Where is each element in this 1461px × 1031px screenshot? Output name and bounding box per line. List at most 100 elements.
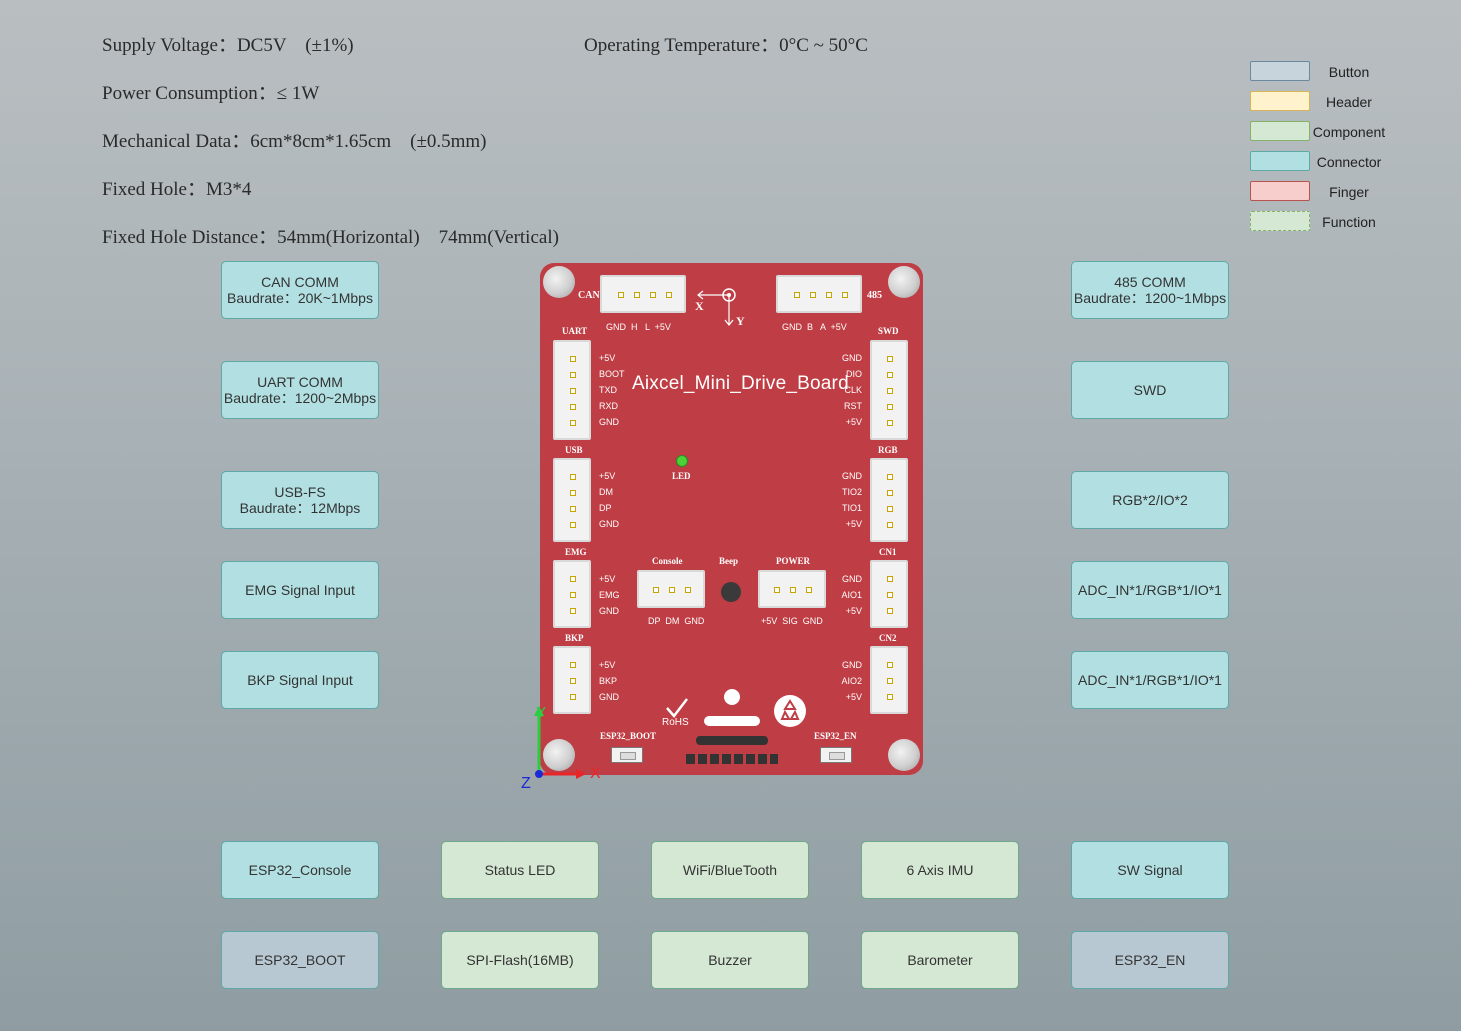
rgb-io-box[interactable]: RGB*2/IO*2	[1071, 471, 1229, 529]
esp32-boot-button[interactable]	[611, 747, 643, 763]
emg-signal-box[interactable]: EMG Signal Input	[221, 561, 379, 619]
esp32-en-box[interactable]: ESP32_EN	[1071, 931, 1229, 989]
rohs-label: RoHS	[662, 717, 689, 728]
cn1-connector	[870, 560, 908, 628]
box-title: 485 COMM	[1114, 274, 1186, 290]
spec-supply-voltage: Supply Voltage：DC5V (±1%)	[102, 35, 354, 56]
pin-header-strip	[686, 754, 778, 764]
usb-label: USB	[565, 445, 583, 455]
status-led	[676, 455, 688, 467]
legend-swatch	[1250, 181, 1310, 201]
cn2-box[interactable]: ADC_IN*1/RGB*1/IO*1	[1071, 651, 1229, 709]
bkp-signal-box[interactable]: BKP Signal Input	[221, 651, 379, 709]
can-label: CAN	[578, 290, 600, 301]
board-title: Aixcel_Mini_Drive_Board	[632, 373, 849, 394]
cn1-label: CN1	[879, 547, 897, 557]
legend-swatch	[1250, 211, 1310, 231]
power-label: POWER	[776, 556, 811, 566]
barometer-box[interactable]: Barometer	[861, 931, 1019, 989]
esp32-boot-label: ESP32_BOOT	[600, 731, 657, 741]
beep-label: Beep	[719, 556, 738, 566]
sw-signal-box[interactable]: SW Signal	[1071, 841, 1229, 899]
esp32-boot-box[interactable]: ESP32_BOOT	[221, 931, 379, 989]
rohs-check-icon	[666, 698, 688, 718]
box-title: ESP32_Console	[248, 862, 352, 878]
box-title: EMG Signal Input	[245, 582, 355, 598]
box-subtitle: Baudrate：1200~1Mbps	[1073, 290, 1227, 306]
rs485-comm-box[interactable]: 485 COMM Baudrate：1200~1Mbps	[1071, 261, 1229, 319]
swd-label: SWD	[878, 326, 899, 336]
bkp-connector	[553, 646, 591, 714]
legend-item-component: Component	[1250, 121, 1410, 141]
console-label: Console	[652, 556, 683, 566]
box-title: UART COMM	[257, 374, 343, 390]
esp32-module	[696, 736, 768, 745]
coordinate-axes-icon	[534, 706, 586, 779]
rs485-connector	[776, 275, 862, 313]
console-pins: DP DM GND	[648, 616, 705, 626]
spec-mechanical-data: Mechanical Data：6cm*8cm*1.65cm (±0.5mm)	[102, 131, 487, 152]
cn1-box[interactable]: ADC_IN*1/RGB*1/IO*1	[1071, 561, 1229, 619]
axis-y-label: Y	[536, 704, 547, 721]
legend-item-finger: Finger	[1250, 181, 1410, 201]
usb-fs-box[interactable]: USB-FS Baudrate：12Mbps	[221, 471, 379, 529]
legend-label: Button	[1328, 64, 1370, 80]
spi-flash-box[interactable]: SPI-Flash(16MB)	[441, 931, 599, 989]
board-axis-y: Y	[736, 314, 745, 328]
wifi-bluetooth-box[interactable]: WiFi/BlueTooth	[651, 841, 809, 899]
power-pins: +5V SIG GND	[761, 616, 823, 626]
board-axis-icon	[697, 288, 736, 326]
box-subtitle: Baudrate：1200~2Mbps	[223, 390, 377, 406]
legend-label: Finger	[1329, 184, 1369, 200]
box-title: ADC_IN*1/RGB*1/IO*1	[1078, 672, 1222, 688]
esp32-en-button[interactable]	[820, 747, 852, 763]
buzzer	[721, 582, 741, 602]
legend-label: Component	[1312, 124, 1386, 140]
box-title: WiFi/BlueTooth	[682, 862, 778, 878]
mounting-hole	[888, 266, 920, 298]
box-title: ESP32_BOOT	[254, 952, 346, 968]
recycle-icon	[774, 695, 806, 727]
axis-x-label: X	[590, 765, 601, 782]
box-title: SWD	[1133, 382, 1167, 398]
box-title: 6 Axis IMU	[906, 862, 974, 878]
board-axis-x: X	[695, 299, 704, 313]
emg-connector	[553, 560, 591, 628]
legend-label: Connector	[1316, 154, 1382, 170]
uart-comm-box[interactable]: UART COMM Baudrate：1200~2Mbps	[221, 361, 379, 419]
emg-label: EMG	[565, 547, 587, 557]
legend-swatch	[1250, 121, 1310, 141]
box-title: ESP32_EN	[1114, 952, 1186, 968]
box-title: SW Signal	[1117, 862, 1183, 878]
box-subtitle: Baudrate：12Mbps	[239, 500, 361, 516]
can-pins: GND H L +5V	[606, 322, 671, 332]
legend-item-button: Button	[1250, 61, 1410, 81]
legend-item-header: Header	[1250, 91, 1410, 111]
legend-swatch	[1250, 61, 1310, 81]
buzzer-box[interactable]: Buzzer	[651, 931, 809, 989]
spec-power-consumption: Power Consumption：≤ 1W	[102, 83, 320, 104]
imu-box[interactable]: 6 Axis IMU	[861, 841, 1019, 899]
status-led-box[interactable]: Status LED	[441, 841, 599, 899]
spec-operating-temperature: Operating Temperature：0°C ~ 50°C	[584, 35, 868, 56]
esp32-console-box[interactable]: ESP32_Console	[221, 841, 379, 899]
axis-z-label: Z	[521, 775, 531, 792]
mounting-hole	[543, 739, 575, 771]
rgb-label: RGB	[878, 445, 898, 455]
can-connector	[600, 275, 686, 313]
swd-box[interactable]: SWD	[1071, 361, 1229, 419]
rs485-pins: GND B A +5V	[782, 322, 847, 332]
box-title: Barometer	[907, 952, 973, 968]
legend-item-connector: Connector	[1250, 151, 1410, 171]
box-title: RGB*2/IO*2	[1112, 492, 1188, 508]
can-comm-box[interactable]: CAN COMM Baudrate：20K~1Mbps	[221, 261, 379, 319]
bkp-label: BKP	[565, 633, 584, 643]
power-connector	[758, 570, 826, 608]
